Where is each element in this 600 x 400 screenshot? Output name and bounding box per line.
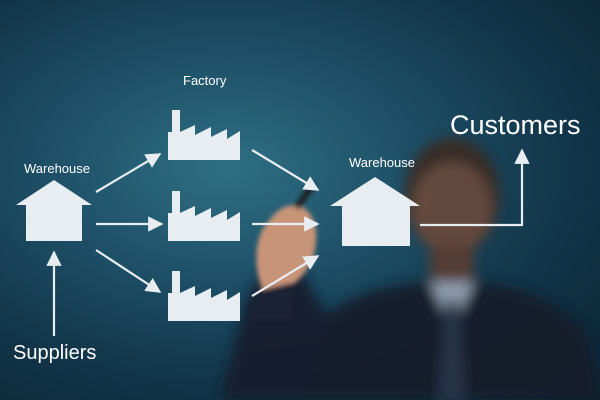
arrow-icon — [251, 149, 320, 191]
warehouse-icon — [330, 177, 420, 246]
arrow-icon — [420, 148, 530, 227]
arrow-icon — [251, 255, 320, 297]
suppliers-label: Suppliers — [13, 342, 97, 364]
warehouse-left-label: Warehouse — [24, 161, 90, 176]
factory-icon — [168, 110, 240, 160]
factory-label: Factory — [183, 73, 227, 88]
warehouse-icon — [16, 180, 92, 241]
warehouse-right-label: Warehouse — [349, 155, 415, 170]
arrow-icon — [95, 249, 162, 293]
factory-icon — [168, 271, 240, 321]
arrow-icon — [95, 153, 162, 193]
customers-label: Customers — [450, 110, 581, 140]
factory-icon — [168, 191, 240, 241]
